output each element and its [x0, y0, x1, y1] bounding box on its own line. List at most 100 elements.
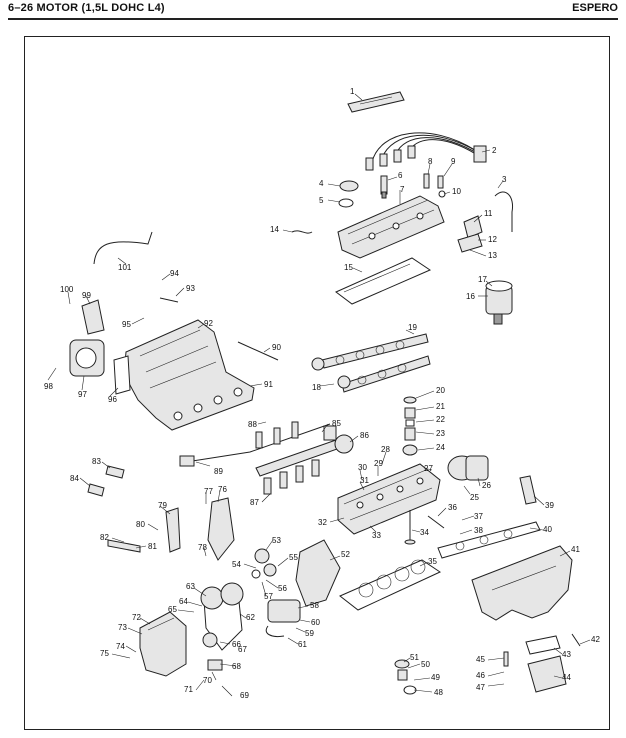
- injector-harness: [179, 421, 331, 467]
- cover-stud: [437, 175, 444, 189]
- callout-58: 58: [310, 601, 319, 610]
- callout-24: 24: [436, 443, 445, 452]
- callout-96: 96: [108, 395, 117, 404]
- timing-belt-front-cover: [139, 611, 187, 677]
- callout-4: 4: [319, 179, 324, 188]
- callout-32: 32: [318, 518, 327, 527]
- sensor-83: [105, 465, 125, 479]
- callout-46: 46: [476, 671, 485, 680]
- callout-54: 54: [232, 560, 241, 569]
- callout-20: 20: [436, 386, 445, 395]
- callout-78: 78: [198, 543, 207, 552]
- vacuum-pipe: [93, 231, 153, 265]
- cover-washer: [438, 190, 446, 198]
- oxygen-sensor: [571, 633, 581, 647]
- callout-79: 79: [158, 501, 167, 510]
- callout-59: 59: [305, 629, 314, 638]
- sensor-84: [87, 483, 105, 497]
- callout-100: 100: [60, 285, 74, 294]
- callout-1: 1: [350, 87, 355, 96]
- callout-88: 88: [248, 420, 257, 429]
- callout-101: 101: [118, 263, 132, 272]
- callout-14: 14: [270, 225, 279, 234]
- callout-10: 10: [452, 187, 461, 196]
- callout-48: 48: [434, 688, 443, 697]
- callout-65: 65: [168, 605, 177, 614]
- callout-91: 91: [264, 380, 273, 389]
- callout-36: 36: [448, 503, 457, 512]
- callout-81: 81: [148, 542, 157, 551]
- thermostat-housing: [447, 455, 489, 481]
- callout-35: 35: [428, 557, 437, 566]
- callout-49: 49: [431, 673, 440, 682]
- callout-45: 45: [476, 655, 485, 664]
- callout-40: 40: [543, 525, 552, 534]
- callout-71: 71: [184, 685, 193, 694]
- callout-98: 98: [44, 382, 53, 391]
- callout-63: 63: [186, 582, 195, 591]
- callout-86: 86: [360, 431, 369, 440]
- exhaust-manifold-gasket: [437, 521, 541, 559]
- camshaft-pulley: [200, 586, 224, 610]
- callout-56: 56: [278, 584, 287, 593]
- belt-tensioner: [251, 548, 277, 579]
- part-callouts: 1 2 3 4 5 6 7 8 9 10 11 12 13 14 15 16 1…: [44, 87, 600, 700]
- exhaust-manifold: [471, 545, 573, 621]
- throttle-bracket: [81, 299, 105, 335]
- callout-70: 70: [203, 676, 212, 685]
- callout-61: 61: [298, 640, 307, 649]
- callout-68: 68: [232, 662, 241, 671]
- callout-17: 17: [478, 275, 487, 284]
- callout-92: 92: [204, 319, 213, 328]
- callout-85: 85: [332, 419, 341, 428]
- flange-stud: [503, 651, 509, 667]
- callout-52: 52: [341, 550, 350, 559]
- spark-plug-wires: [365, 132, 487, 171]
- callout-62: 62: [246, 613, 255, 622]
- distributor: [485, 280, 513, 325]
- temperature-sensor: [394, 659, 417, 695]
- timing-component: [207, 659, 223, 671]
- callout-60: 60: [311, 618, 320, 627]
- callout-51: 51: [410, 653, 419, 662]
- crankshaft-sprocket: [202, 632, 218, 648]
- callout-6: 6: [398, 171, 403, 180]
- callout-83: 83: [92, 457, 101, 466]
- callout-39: 39: [545, 501, 554, 510]
- callout-22: 22: [436, 415, 445, 424]
- callout-19: 19: [408, 323, 417, 332]
- fuel-injectors: [263, 459, 320, 495]
- callout-21: 21: [436, 402, 445, 411]
- callout-67: 67: [238, 645, 247, 654]
- callout-7: 7: [400, 185, 405, 194]
- coil-bracket: [457, 215, 483, 253]
- callout-12: 12: [488, 235, 497, 244]
- timing-belt-rear-cover: [295, 539, 341, 607]
- cylinder-head-gasket: [339, 559, 442, 611]
- callout-69: 69: [240, 691, 249, 700]
- callout-55: 55: [289, 553, 298, 562]
- callout-57: 57: [264, 592, 273, 601]
- callout-38: 38: [474, 526, 483, 535]
- callout-30: 30: [358, 463, 367, 472]
- callout-76: 76: [218, 485, 227, 494]
- callout-3: 3: [502, 175, 507, 184]
- callout-99: 99: [82, 291, 91, 300]
- callout-44: 44: [562, 673, 571, 682]
- mount-bracket: [165, 507, 181, 553]
- callout-42: 42: [591, 635, 600, 644]
- cover-bolt: [423, 173, 430, 189]
- exhaust-stud: [427, 515, 445, 529]
- callout-94: 94: [170, 269, 179, 278]
- throttle-body-gasket: [113, 355, 131, 395]
- callout-18: 18: [312, 383, 321, 392]
- callout-73: 73: [118, 623, 127, 632]
- callout-9: 9: [451, 157, 456, 166]
- callout-28: 28: [381, 445, 390, 454]
- coil-wire: [494, 191, 514, 232]
- callout-8: 8: [428, 157, 433, 166]
- valve-train-parts: [402, 396, 418, 456]
- callout-5: 5: [319, 196, 324, 205]
- callout-74: 74: [116, 642, 125, 651]
